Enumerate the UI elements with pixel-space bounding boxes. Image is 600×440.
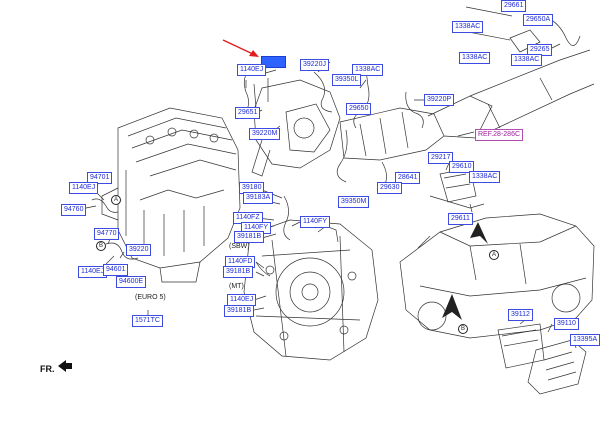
red-pointer-line: [222, 39, 256, 56]
label-1338ac-bracket[interactable]: 1338AC: [469, 171, 501, 183]
label-1140ej-lower[interactable]: 1140EJ: [78, 266, 108, 278]
label-94600e[interactable]: 94600E: [116, 276, 147, 288]
label-ref-28-286c[interactable]: REF.28-286C: [475, 129, 524, 141]
label-1140fy-right[interactable]: 1140FY: [300, 216, 330, 228]
label-29651[interactable]: 29651: [235, 107, 261, 119]
transmission-drawing: [243, 219, 379, 361]
catalyst-drawing: [339, 95, 493, 161]
label-29650a[interactable]: 29650A: [523, 14, 554, 26]
label-39210-highlighted[interactable]: 39210: [261, 56, 287, 68]
label-39220p[interactable]: 39220P: [424, 94, 455, 106]
red-pointer-arrowhead: [249, 50, 259, 57]
label-39181b-mid[interactable]: 39181B: [223, 266, 254, 278]
label-29630[interactable]: 29630: [377, 182, 403, 194]
label-1338ac-top[interactable]: 1338AC: [452, 21, 484, 33]
euro5-note: (EURO 5): [135, 294, 166, 301]
label-29650[interactable]: 29650: [346, 103, 372, 115]
callout-arrow-a: [470, 222, 488, 244]
label-1140ej-left[interactable]: 1140EJ: [69, 182, 99, 194]
label-39220[interactable]: 39220: [126, 244, 152, 256]
label-1338ac-mid[interactable]: 1338AC: [459, 52, 491, 64]
label-39220j[interactable]: 39220J: [300, 59, 329, 71]
label-39350l[interactable]: 39350L: [332, 74, 362, 86]
label-39112[interactable]: 39112: [508, 309, 533, 321]
front-direction-label: FR.: [40, 364, 55, 374]
callout-circle-b-vehicle: B: [458, 324, 468, 334]
front-arrow-icon: [58, 360, 72, 372]
label-29611[interactable]: 29611: [448, 213, 473, 225]
callout-circle-a-vehicle: A: [489, 250, 499, 260]
mt-note: (MT): [229, 283, 244, 290]
label-94760[interactable]: 94760: [61, 204, 87, 216]
label-94601[interactable]: 94601: [103, 264, 129, 276]
exhaust-module-drawing: [251, 78, 341, 177]
label-28641[interactable]: 28641: [395, 172, 421, 184]
muffler-pipe-drawing: [469, 49, 595, 139]
callout-arrow-b: [442, 294, 462, 320]
label-39183a[interactable]: 39183A: [243, 192, 274, 204]
callout-circle-a-engine: A: [111, 195, 121, 205]
label-94701[interactable]: 94701: [87, 172, 113, 184]
vehicle-silhouette-drawing: [399, 213, 595, 339]
sbw-note: (SBW): [229, 243, 250, 250]
engine-block-drawing: [101, 107, 241, 283]
label-1571tc[interactable]: 1571TC: [132, 315, 163, 327]
label-29661[interactable]: 29661: [501, 0, 527, 12]
label-13395a[interactable]: 13395A: [570, 334, 600, 346]
label-1338ac-right[interactable]: 1338AC: [511, 54, 543, 66]
label-39181b-top[interactable]: 39181B: [234, 231, 265, 243]
label-1338ac-sensor[interactable]: 1338AC: [352, 64, 384, 76]
callout-circle-b-engine: B: [96, 241, 106, 251]
label-39181b-bottom[interactable]: 39181B: [224, 305, 255, 317]
label-39220m[interactable]: 39220M: [249, 128, 281, 140]
label-29217[interactable]: 29217: [428, 152, 454, 164]
label-94770[interactable]: 94770: [94, 228, 120, 240]
label-1140ej-turbo[interactable]: 1140EJ: [237, 64, 267, 76]
label-39350m[interactable]: 39350M: [338, 196, 370, 208]
label-39110[interactable]: 39110: [554, 318, 579, 330]
label-29610[interactable]: 29610: [449, 161, 475, 173]
